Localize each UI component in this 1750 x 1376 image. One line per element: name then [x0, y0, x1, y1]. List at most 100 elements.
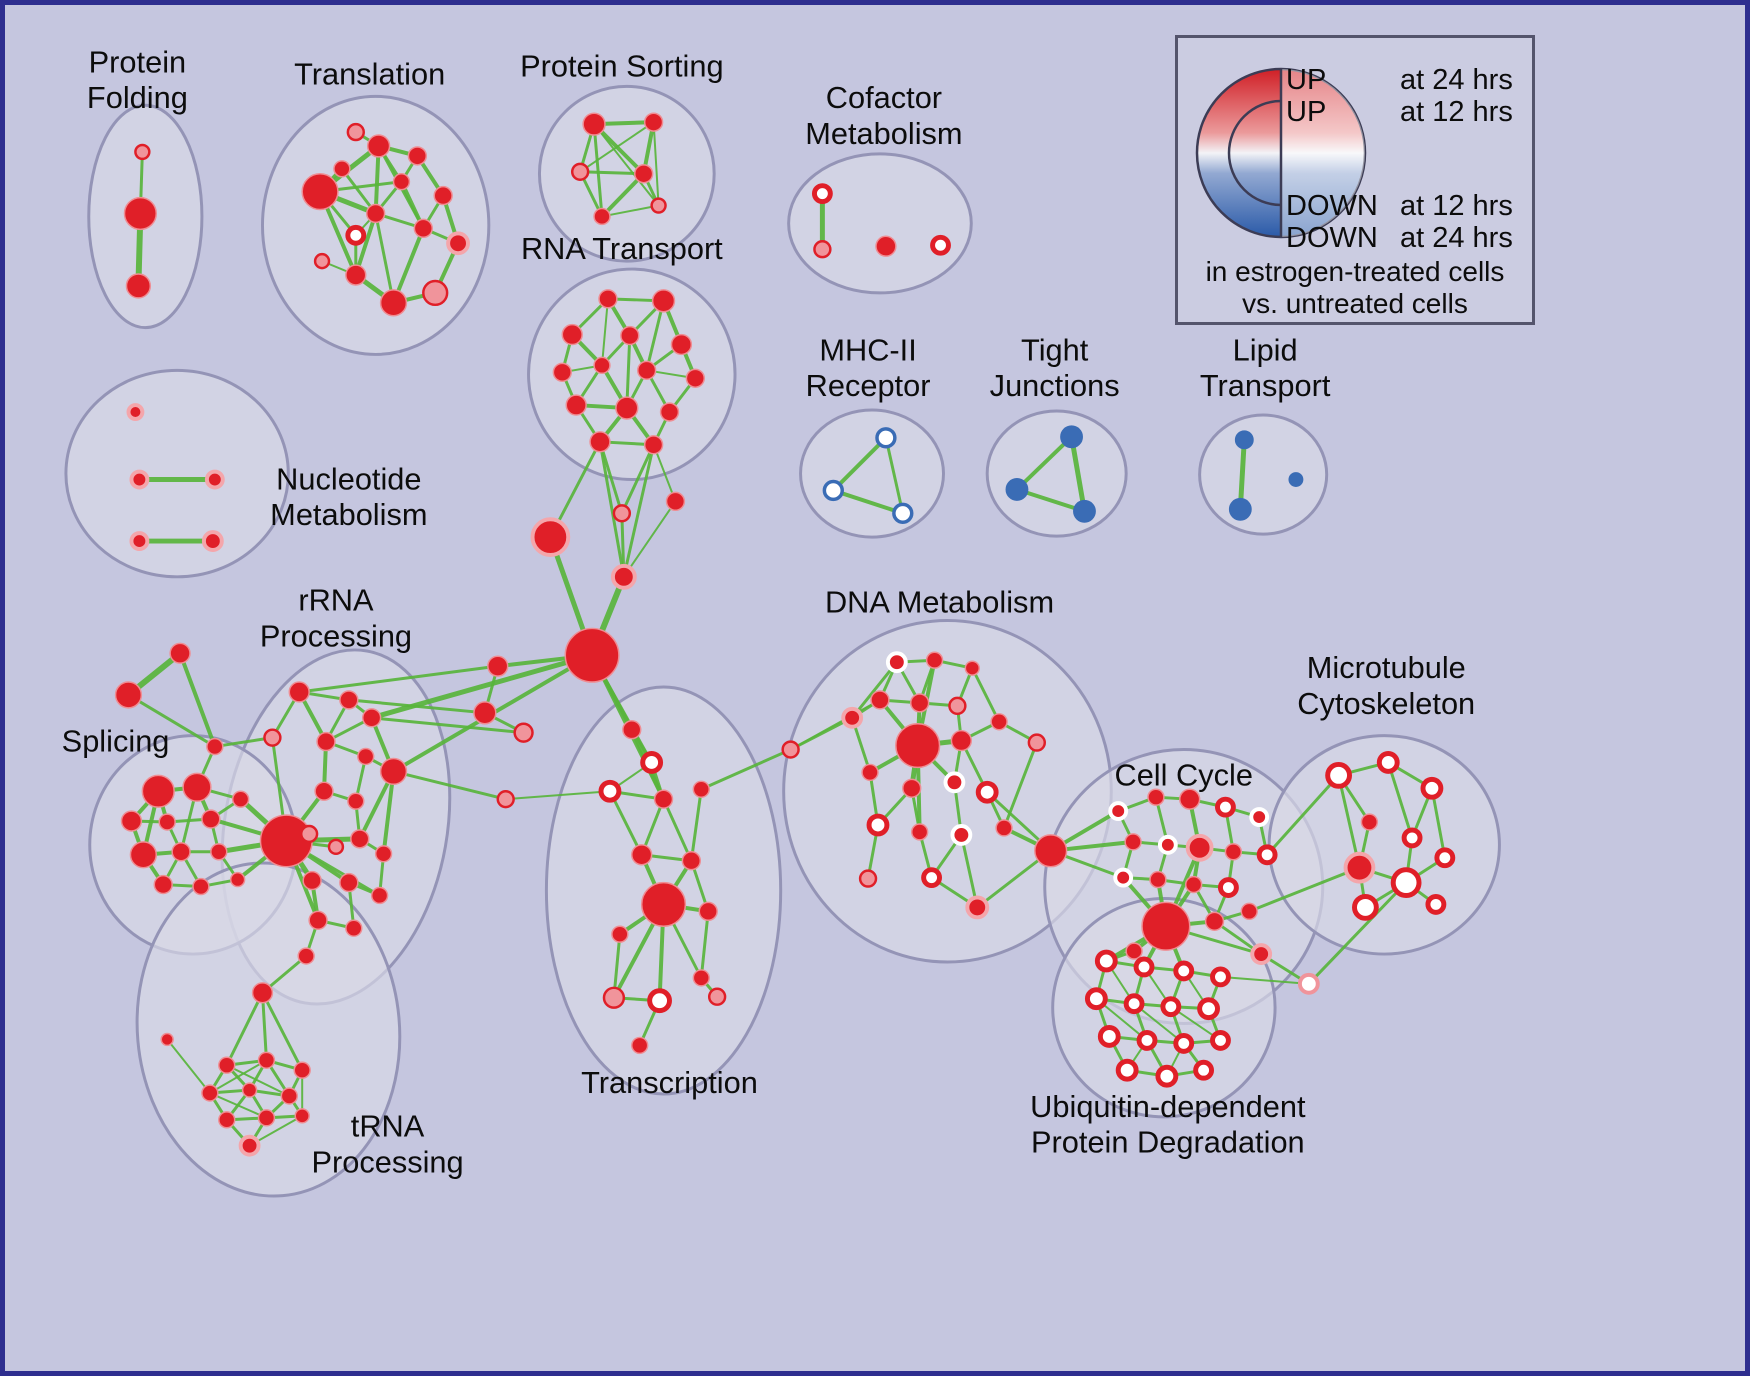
node-x15[interactable]	[631, 1036, 649, 1055]
node-m10[interactable]	[1425, 893, 1447, 915]
node-c0[interactable]	[1034, 834, 1068, 868]
node-d5[interactable]	[870, 690, 890, 710]
node-h1[interactable]	[530, 517, 571, 557]
node-c7[interactable]	[1157, 834, 1178, 855]
node-d9[interactable]	[950, 729, 973, 752]
node-nm5[interactable]	[201, 530, 224, 552]
node-lt2[interactable]	[1228, 497, 1252, 521]
node-x12[interactable]	[602, 986, 626, 1009]
node-t2[interactable]	[346, 122, 365, 142]
node-mh1[interactable]	[875, 427, 897, 449]
node-h6[interactable]	[487, 655, 509, 677]
node-x8[interactable]	[640, 881, 687, 928]
node-u1[interactable]	[1094, 949, 1118, 973]
node-rt10[interactable]	[565, 394, 587, 416]
node-m4[interactable]	[1360, 813, 1379, 831]
node-t14[interactable]	[379, 289, 408, 317]
node-rr12[interactable]	[327, 838, 345, 856]
node-rt3[interactable]	[561, 323, 583, 346]
node-rr8[interactable]	[379, 757, 408, 786]
node-sp9[interactable]	[210, 843, 228, 861]
node-t12[interactable]	[313, 252, 331, 270]
node-ps2[interactable]	[643, 112, 664, 132]
node-x4[interactable]	[653, 789, 674, 809]
node-t3[interactable]	[366, 134, 391, 158]
node-u4[interactable]	[1210, 966, 1231, 988]
node-m1[interactable]	[1325, 761, 1353, 789]
node-c2[interactable]	[1147, 788, 1165, 806]
node-sg3[interactable]	[206, 737, 224, 756]
node-u12[interactable]	[1210, 1029, 1231, 1051]
node-rr3[interactable]	[339, 690, 359, 710]
node-d11[interactable]	[1027, 733, 1046, 752]
node-sp6[interactable]	[231, 790, 250, 808]
node-rt7[interactable]	[593, 356, 611, 375]
node-u15[interactable]	[1193, 1059, 1215, 1081]
node-sp5[interactable]	[201, 809, 221, 829]
node-nm2[interactable]	[129, 469, 150, 490]
node-u2[interactable]	[1133, 956, 1155, 978]
node-d19[interactable]	[995, 819, 1013, 837]
node-t11[interactable]	[446, 231, 470, 256]
node-h9[interactable]	[496, 790, 515, 809]
node-u11[interactable]	[1173, 1032, 1195, 1054]
node-ps5[interactable]	[593, 207, 611, 226]
node-d2[interactable]	[885, 651, 908, 674]
node-rt6[interactable]	[552, 362, 572, 382]
node-t10[interactable]	[413, 218, 433, 239]
node-t4[interactable]	[407, 146, 428, 166]
node-sp8[interactable]	[171, 842, 191, 862]
node-rt14[interactable]	[643, 435, 664, 455]
node-rr20[interactable]	[297, 947, 315, 965]
node-x7[interactable]	[681, 851, 702, 871]
node-rr6[interactable]	[316, 731, 336, 752]
node-d10[interactable]	[990, 713, 1008, 731]
node-m8[interactable]	[1434, 847, 1456, 869]
node-m7[interactable]	[1390, 867, 1422, 898]
node-d1[interactable]	[841, 706, 864, 729]
node-x13[interactable]	[647, 988, 672, 1014]
node-rr2[interactable]	[288, 681, 310, 703]
node-rr11[interactable]	[299, 824, 319, 844]
node-t1[interactable]	[301, 173, 339, 211]
node-u5[interactable]	[1084, 987, 1108, 1011]
node-rr15[interactable]	[302, 870, 322, 891]
node-h10[interactable]	[781, 740, 800, 759]
node-x1[interactable]	[622, 720, 642, 740]
node-h3[interactable]	[665, 491, 686, 512]
node-c15[interactable]	[1141, 901, 1191, 951]
node-u7[interactable]	[1160, 996, 1182, 1018]
node-c8[interactable]	[1185, 833, 1214, 862]
node-u13[interactable]	[1115, 1058, 1139, 1082]
node-nm3[interactable]	[204, 469, 225, 490]
node-d8[interactable]	[895, 722, 941, 769]
node-c14[interactable]	[1217, 877, 1239, 898]
node-rt11[interactable]	[615, 396, 639, 420]
node-tn6[interactable]	[201, 1084, 219, 1102]
node-ps3[interactable]	[570, 162, 590, 181]
node-rr9[interactable]	[314, 781, 334, 801]
node-t7[interactable]	[433, 185, 453, 206]
node-x2[interactable]	[640, 751, 664, 774]
node-tn2[interactable]	[160, 1032, 174, 1047]
node-cm3[interactable]	[875, 235, 897, 257]
node-d4[interactable]	[964, 660, 980, 676]
node-h5[interactable]	[564, 627, 620, 683]
node-t8[interactable]	[345, 224, 367, 246]
node-d17[interactable]	[910, 823, 929, 841]
node-rr18[interactable]	[308, 910, 328, 930]
node-u10[interactable]	[1136, 1029, 1158, 1051]
node-x9[interactable]	[698, 901, 718, 922]
node-d3[interactable]	[925, 651, 944, 669]
node-k1[interactable]	[1297, 972, 1320, 995]
node-rr14[interactable]	[374, 845, 393, 863]
node-sp10[interactable]	[153, 874, 173, 895]
node-ps6[interactable]	[650, 197, 667, 214]
node-c3[interactable]	[1179, 788, 1201, 810]
node-rr5[interactable]	[263, 728, 282, 747]
node-x5[interactable]	[692, 780, 710, 798]
node-tn9[interactable]	[218, 1111, 236, 1129]
node-ps4[interactable]	[634, 164, 654, 184]
node-d13[interactable]	[902, 778, 922, 798]
node-tj2[interactable]	[1005, 478, 1029, 501]
